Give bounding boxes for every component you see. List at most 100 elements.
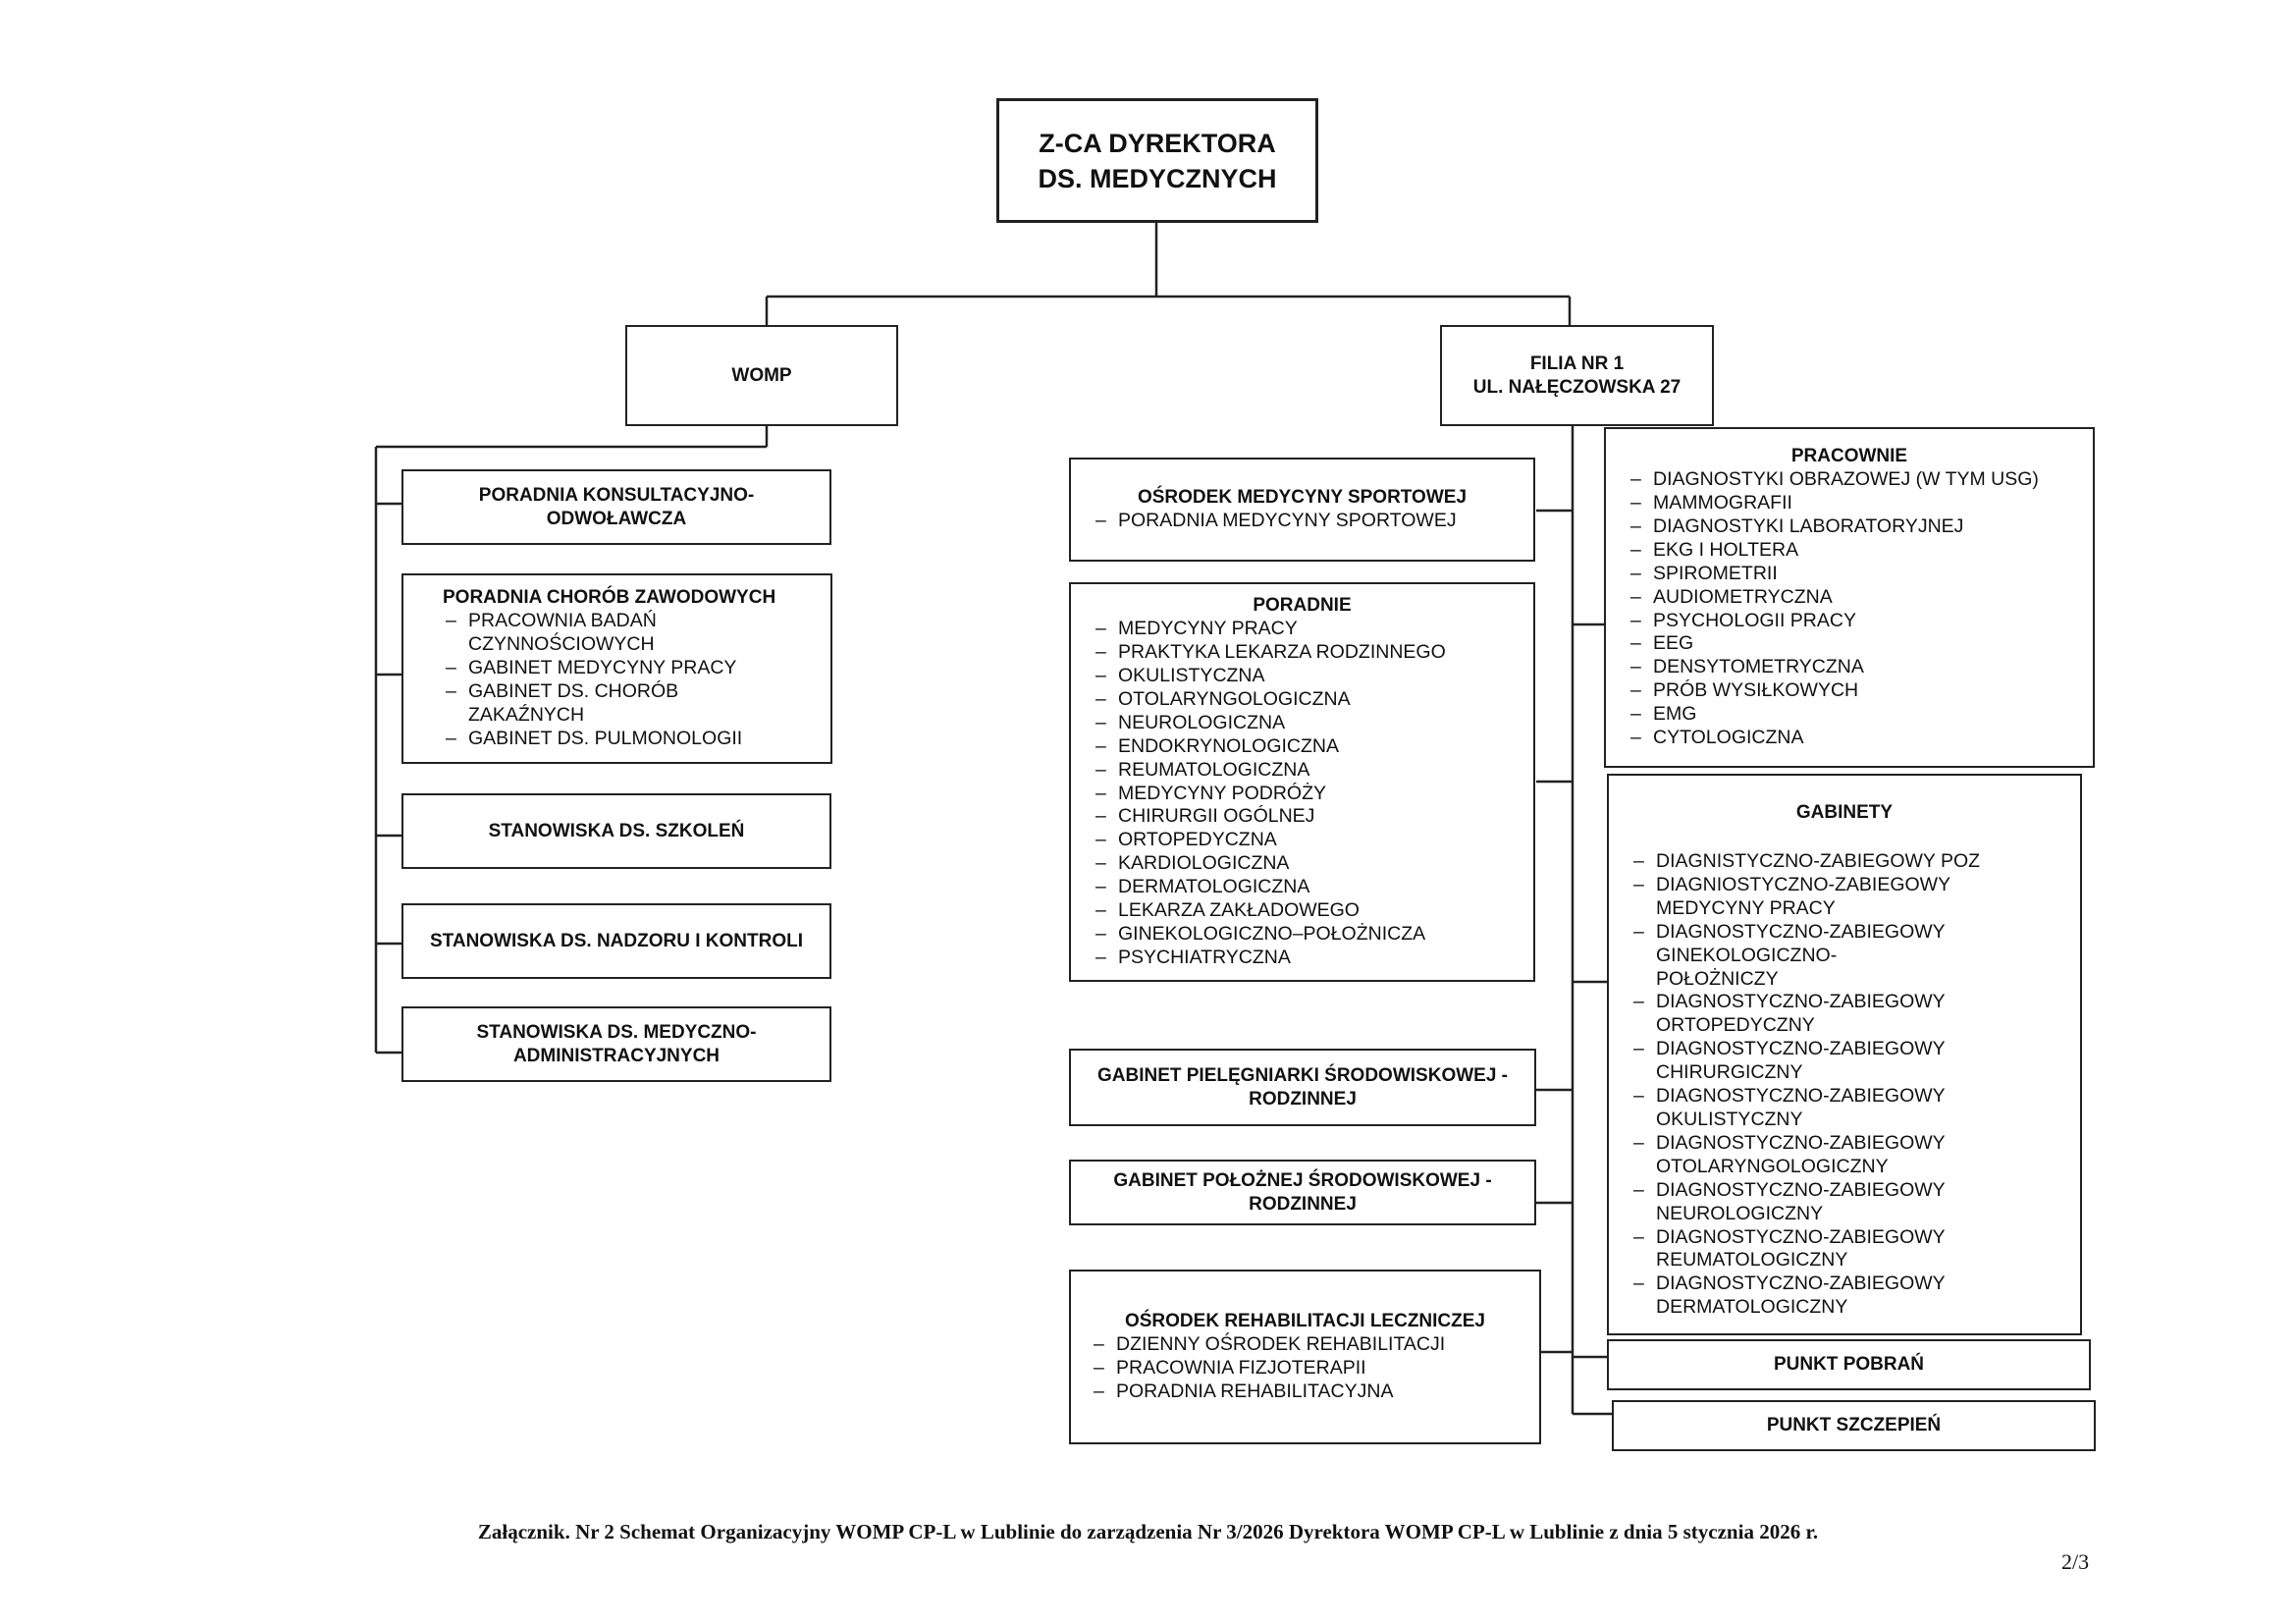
list-item: DIAGNOSTYCZNO-ZABIEGOWY ORTOPEDYCZNY xyxy=(1630,991,1950,1038)
list-item: DIAGNOSTYCZNO-ZABIEGOWY DERMATOLOGICZNY xyxy=(1630,1272,1950,1320)
list-item: PRACOWNIA BADAŃ CZYNNOŚCIOWYCH xyxy=(443,610,767,657)
director-title-line1: Z-CA DYREKTORA xyxy=(1039,128,1276,158)
stanowiska-medyczno-title: STANOWISKA DS. MEDYCZNO- ADMINISTRACYJNY… xyxy=(403,1021,829,1068)
gabinet-pielegniarki-line1: GABINET PIELĘGNIARKI ŚRODOWISKOWEJ - xyxy=(1096,1064,1509,1086)
director-title: Z-CA DYREKTORA DS. MEDYCZNYCH xyxy=(999,126,1315,196)
stanowiska-szkolen-title: STANOWISKA DS. SZKOLEŃ xyxy=(488,820,745,841)
list-item: PRAKTYKA LEKARZA RODZINNEGO xyxy=(1093,641,1533,665)
list-item: NEUROLOGICZNA xyxy=(1093,712,1533,735)
pracownie-list: DIAGNOSTYKI OBRAZOWEJ (W TYM USG) MAMMOG… xyxy=(1628,468,2093,750)
list-item: DIAGNOSTYCZNO-ZABIEGOWY GINEKOLOGICZNO-P… xyxy=(1630,921,1950,992)
list-item: DERMATOLOGICZNA xyxy=(1093,876,1533,899)
gabinet-pielegniarki-title: GABINET PIELĘGNIARKI ŚRODOWISKOWEJ - ROD… xyxy=(1071,1064,1534,1111)
punkt-szczepien-title: PUNKT SZCZEPIEŃ xyxy=(1766,1415,1942,1435)
osrodek-sportowej-list: PORADNIA MEDYCYNY SPORTOWEJ xyxy=(1093,510,1533,533)
osrodek-sportowej-title: OŚRODEK MEDYCYNY SPORTOWEJ xyxy=(1137,487,1468,509)
list-item: GABINET DS. CHORÓB ZAKAŹNYCH xyxy=(443,680,767,728)
list-item: PSYCHOLOGII PRACY xyxy=(1628,610,2093,633)
list-item: GINEKOLOGICZNO–POŁOŻNICZA xyxy=(1093,923,1533,947)
poradnia-konsultacyjna-line2: ODWOŁAWCZA xyxy=(546,508,687,529)
list-item: EMG xyxy=(1628,703,2093,727)
poradnia-konsultacyjna-box: PORADNIA KONSULTACYJNO- ODWOŁAWCZA xyxy=(401,469,831,545)
osrodek-rehabilitacji-list: DZIENNY OŚRODEK REHABILITACJI PRACOWNIA … xyxy=(1091,1333,1539,1404)
pracownie-box: PRACOWNIE DIAGNOSTYKI OBRAZOWEJ (W TYM U… xyxy=(1604,427,2095,768)
list-item: MEDYCYNY PODRÓŻY xyxy=(1093,783,1533,806)
stanowiska-medyczno-line2: ADMINISTRACYJNYCH xyxy=(512,1045,721,1066)
list-item: DIAGNOSTYCZNO-ZABIEGOWY NEUROLOGICZNY xyxy=(1630,1179,1950,1226)
stanowiska-szkolen-box: STANOWISKA DS. SZKOLEŃ xyxy=(401,793,831,869)
list-item: GABINET DS. PULMONOLOGII xyxy=(443,728,767,751)
list-item: DIAGNISTYCZNO-ZABIEGOWY POZ xyxy=(1630,850,2062,874)
poradnia-chorob-box: PORADNIA CHORÓB ZAWODOWYCH PRACOWNIA BAD… xyxy=(401,573,832,764)
punkt-szczepien-box: PUNKT SZCZEPIEŃ xyxy=(1612,1400,2096,1451)
director-title-line2: DS. MEDYCZNYCH xyxy=(1038,163,1277,193)
list-item: DIAGNOSTYCZNO-ZABIEGOWY OKULISTYCZNY xyxy=(1630,1085,1950,1132)
list-item: DIAGNIOSTYCZNO-ZABIEGOWY MEDYCYNY PRACY xyxy=(1630,874,2062,921)
gabinety-box: GABINETY DIAGNISTYCZNO-ZABIEGOWY POZ DIA… xyxy=(1607,774,2082,1335)
filia-box: FILIA NR 1 UL. NAŁĘCZOWSKA 27 xyxy=(1440,325,1714,426)
poradnie-box: PORADNIE MEDYCYNY PRACY PRAKTYKA LEKARZA… xyxy=(1069,582,1535,982)
list-item: PRÓB WYSIŁKOWYCH xyxy=(1628,679,2093,703)
list-item: KARDIOLOGICZNA xyxy=(1093,852,1533,876)
list-item: SPIROMETRII xyxy=(1628,563,2093,586)
poradnia-chorob-title: PORADNIA CHORÓB ZAWODOWYCH xyxy=(443,587,776,609)
womp-box: WOMP xyxy=(625,325,898,426)
list-item: DIAGNOSTYCZNO-ZABIEGOWY REUMATOLOGICZNY xyxy=(1630,1226,1950,1273)
list-item: DIAGNOSTYKI OBRAZOWEJ (W TYM USG) xyxy=(1628,468,2093,492)
filia-title-line1: FILIA NR 1 xyxy=(1529,352,1625,374)
list-item: CYTOLOGICZNA xyxy=(1628,727,2093,750)
list-item: OKULISTYCZNA xyxy=(1093,665,1533,688)
punkt-pobran-title: PUNKT POBRAŃ xyxy=(1773,1354,1925,1375)
osrodek-rehabilitacji-title: OŚRODEK REHABILITACJI LECZNICZEJ xyxy=(1124,1311,1485,1332)
list-item: DZIENNY OŚRODEK REHABILITACJI xyxy=(1091,1333,1539,1357)
list-item: EKG I HOLTERA xyxy=(1628,539,2093,563)
list-item: DIAGNOSTYCZNO-ZABIEGOWY CHIRURGICZNY xyxy=(1630,1038,1950,1085)
gabinet-pielegniarki-line2: RODZINNEJ xyxy=(1249,1088,1357,1110)
list-item: AUDIOMETRYCZNA xyxy=(1628,586,2093,610)
list-item: OTOLARYNGOLOGICZNA xyxy=(1093,688,1533,712)
gabinet-poloznej-title: GABINET POŁOŻNEJ ŚRODOWISKOWEJ - RODZINN… xyxy=(1071,1169,1534,1217)
list-item: PRACOWNIA FIZJOTERAPII xyxy=(1091,1357,1539,1380)
stanowiska-medyczno-line1: STANOWISKA DS. MEDYCZNO- xyxy=(476,1021,757,1043)
filia-title: FILIA NR 1 UL. NAŁĘCZOWSKA 27 xyxy=(1442,352,1712,400)
caption: Załącznik. Nr 2 Schemat Organizacyjny WO… xyxy=(477,1520,1819,1543)
stanowiska-medyczno-box: STANOWISKA DS. MEDYCZNO- ADMINISTRACYJNY… xyxy=(401,1006,831,1082)
list-item: ORTOPEDYCZNA xyxy=(1093,829,1533,852)
gabinety-spacer xyxy=(1630,825,2080,850)
list-item: GABINET MEDYCYNY PRACY xyxy=(443,657,767,680)
list-item: DIAGNOSTYKI LABORATORYJNEJ xyxy=(1628,515,2093,539)
director-box: Z-CA DYREKTORA DS. MEDYCZNYCH xyxy=(996,98,1318,223)
page-number: 2/3 xyxy=(2061,1549,2090,1574)
osrodek-sportowej-box: OŚRODEK MEDYCYNY SPORTOWEJ PORADNIA MEDY… xyxy=(1069,458,1535,562)
list-item: CHIRURGII OGÓLNEJ xyxy=(1093,805,1533,829)
list-item: ENDOKRYNOLOGICZNA xyxy=(1093,735,1533,759)
gabinet-poloznej-line1: GABINET POŁOŻNEJ ŚRODOWISKOWEJ - xyxy=(1113,1169,1492,1191)
stanowiska-nadzoru-box: STANOWISKA DS. NADZORU I KONTROLI xyxy=(401,903,831,979)
gabinet-poloznej-box: GABINET POŁOŻNEJ ŚRODOWISKOWEJ - RODZINN… xyxy=(1069,1160,1536,1225)
list-item: DENSYTOMETRYCZNA xyxy=(1628,656,2093,679)
pracownie-title: PRACOWNIE xyxy=(1790,446,1908,467)
list-item: DIAGNOSTYCZNO-ZABIEGOWY OTOLARYNGOLOGICZ… xyxy=(1630,1132,1950,1179)
list-item: PSYCHIATRYCZNA xyxy=(1093,947,1533,970)
gabinety-list: DIAGNISTYCZNO-ZABIEGOWY POZ DIAGNIOSTYCZ… xyxy=(1630,850,2062,1320)
poradnia-konsultacyjna-line1: PORADNIA KONSULTACYJNO- xyxy=(478,484,755,506)
poradnie-list: MEDYCYNY PRACY PRAKTYKA LEKARZA RODZINNE… xyxy=(1093,618,1533,970)
poradnie-title: PORADNIE xyxy=(1253,595,1352,617)
gabinet-poloznej-line2: RODZINNEJ xyxy=(1249,1193,1357,1215)
poradnia-konsultacyjna-title: PORADNIA KONSULTACYJNO- ODWOŁAWCZA xyxy=(403,484,829,531)
list-item: MEDYCYNY PRACY xyxy=(1093,618,1533,641)
list-item: PORADNIA MEDYCYNY SPORTOWEJ xyxy=(1093,510,1533,533)
punkt-pobran-box: PUNKT POBRAŃ xyxy=(1607,1339,2091,1390)
list-item: PORADNIA REHABILITACYJNA xyxy=(1091,1380,1539,1404)
list-item: LEKARZA ZAKŁADOWEGO xyxy=(1093,899,1533,923)
filia-title-line2: UL. NAŁĘCZOWSKA 27 xyxy=(1472,376,1682,398)
list-item: EEG xyxy=(1628,632,2093,656)
womp-title: WOMP xyxy=(731,364,792,386)
stanowiska-nadzoru-title: STANOWISKA DS. NADZORU I KONTROLI xyxy=(430,930,803,951)
osrodek-rehabilitacji-box: OŚRODEK REHABILITACJI LECZNICZEJ DZIENNY… xyxy=(1069,1270,1541,1444)
gabinet-pielegniarki-box: GABINET PIELĘGNIARKI ŚRODOWISKOWEJ - ROD… xyxy=(1069,1049,1536,1126)
list-item: MAMMOGRAFII xyxy=(1628,492,2093,515)
poradnia-chorob-list: PRACOWNIA BADAŃ CZYNNOŚCIOWYCH GABINET M… xyxy=(443,610,767,750)
list-item: REUMATOLOGICZNA xyxy=(1093,759,1533,783)
